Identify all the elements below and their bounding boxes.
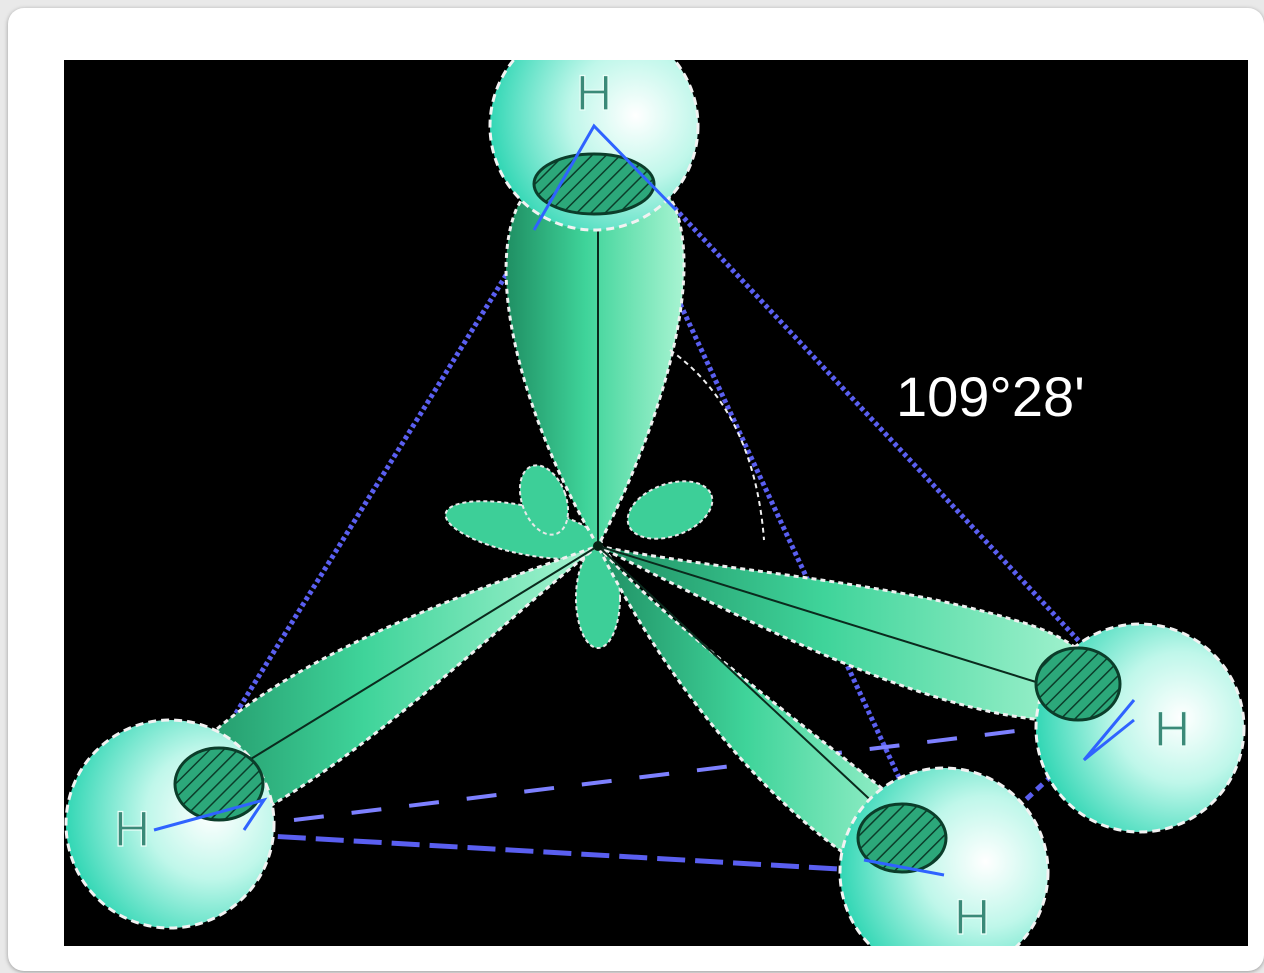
h-label-left: H <box>114 801 150 857</box>
methane-sp3-diagram: H H H H 109°28' <box>64 60 1248 946</box>
h-label-top: H <box>576 65 612 121</box>
carbon-nucleus <box>593 541 603 551</box>
overlap-right <box>1036 648 1120 720</box>
overlap-top <box>534 154 654 214</box>
overlap-left <box>175 748 263 820</box>
h-label-bottom: H <box>954 889 990 945</box>
image-card: H H H H 109°28' <box>8 8 1264 971</box>
h-sphere-left <box>66 720 274 928</box>
bond-angle-label: 109°28' <box>896 365 1085 428</box>
tetrahedral-orbital-figure: H H H H 109°28' <box>64 60 1248 946</box>
h-label-right: H <box>1154 701 1190 757</box>
minor-lobe-upper-right <box>620 471 720 550</box>
